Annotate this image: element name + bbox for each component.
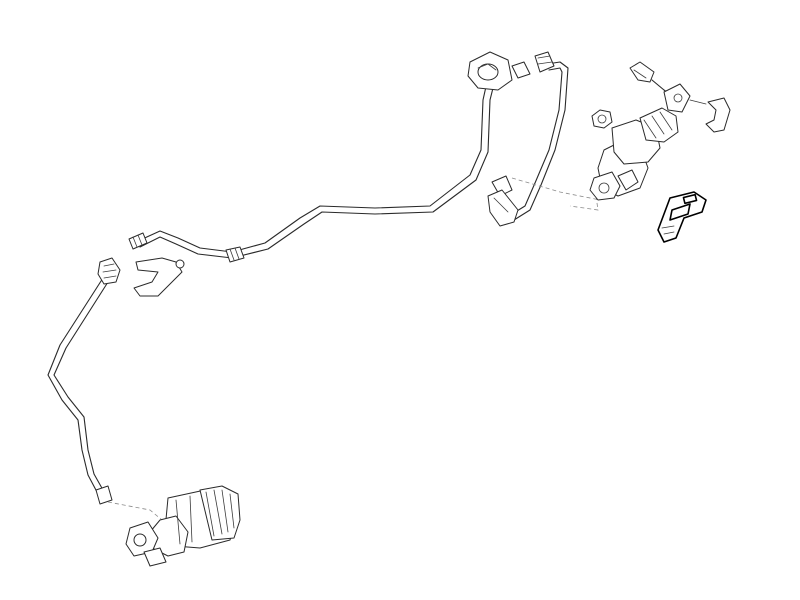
hex-nut[interactable] [591, 109, 613, 129]
clutch-pedal-sensor[interactable] [657, 191, 707, 243]
pipe-bracket[interactable] [133, 257, 185, 297]
master-cylinder[interactable] [589, 107, 679, 201]
pipe-coupling[interactable] [487, 175, 519, 227]
retaining-clip[interactable] [511, 51, 555, 79]
clip-bracket[interactable] [467, 51, 513, 91]
bleeder-valve[interactable] [97, 257, 121, 285]
slave-cylinder[interactable] [95, 485, 241, 567]
pipe-coupling[interactable] [128, 232, 245, 263]
pushrod-clevis[interactable] [629, 61, 731, 133]
hydraulic-pipe[interactable] [47, 61, 569, 493]
